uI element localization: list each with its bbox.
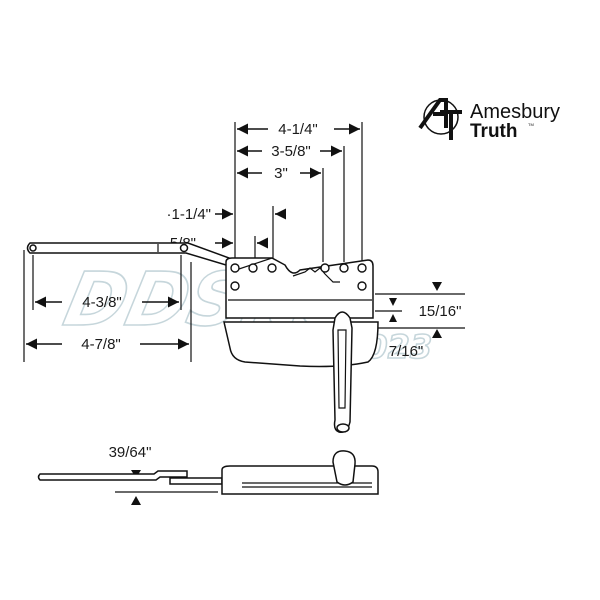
dim-offset-1: ·1-1/4": [166, 206, 211, 223]
gear-teeth: [292, 267, 340, 283]
dimension-triangles: [131, 282, 442, 505]
dim-body-height: 15/16": [419, 303, 462, 320]
dim-arm-length: 4-7/8": [81, 336, 121, 353]
arm-hole: [179, 243, 189, 253]
arm-hole: [29, 244, 37, 252]
crank-knob: [336, 423, 350, 433]
logo-at-mark-icon: [418, 98, 462, 140]
logo-trademark: TM: [528, 122, 534, 127]
dimension-arrows: [26, 123, 360, 350]
body-holes: [230, 263, 367, 291]
operator-cover: [223, 321, 379, 368]
amesbury-truth-logo: Amesbury Truth TM: [418, 98, 560, 142]
operator-top-view: [26, 242, 379, 434]
extension-lines: [23, 122, 465, 362]
dim-arm-drop: 39/64": [109, 444, 152, 461]
operator-body: [225, 257, 374, 319]
side-arm: [37, 470, 188, 481]
side-link: [169, 477, 223, 485]
logo-brand-line1: Amesbury: [470, 101, 560, 123]
dim-arm-hole-span: 4-3/8": [82, 294, 122, 311]
dim-hole-span-inner: 3": [274, 165, 288, 182]
logo-brand-line2: Truth: [470, 121, 518, 142]
dim-cover-height: 7/16": [389, 343, 424, 360]
side-crank-knob: [332, 450, 356, 486]
dim-overall-width: 4-1/4": [278, 121, 318, 138]
dim-hole-span-outer: 3-5/8": [271, 143, 311, 160]
operator-side-view: [37, 450, 379, 495]
